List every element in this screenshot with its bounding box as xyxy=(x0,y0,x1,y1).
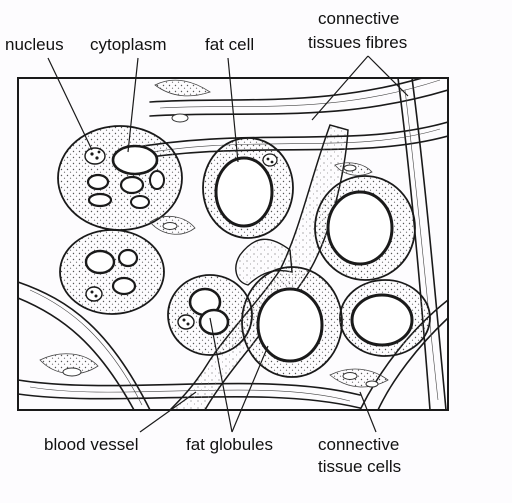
fat-cell-centre xyxy=(241,266,343,378)
fat-cells xyxy=(57,125,431,378)
connective-fibres xyxy=(18,78,448,410)
fat-cell-top-center xyxy=(202,137,294,239)
labels: nucleus cytoplasm fat cell connective ti… xyxy=(5,9,407,476)
label-cytoplasm: cytoplasm xyxy=(90,35,167,54)
section-frame xyxy=(17,77,449,411)
connective-tissue-cells xyxy=(39,79,389,388)
leader-lines xyxy=(47,55,409,433)
label-connective-fibres-line2: tissues fibres xyxy=(308,33,407,52)
fat-cell-top-left xyxy=(57,125,183,231)
fat-cell-right-upper xyxy=(314,175,416,281)
label-connective-cells-line1: connective xyxy=(318,435,399,454)
label-blood-vessel: blood vessel xyxy=(44,435,139,454)
fat-cell-middle-left xyxy=(59,229,165,315)
label-fat-cell: fat cell xyxy=(205,35,254,54)
label-connective-fibres-line1: connective xyxy=(318,9,399,28)
fat-cell-left-bottom xyxy=(167,274,253,356)
label-nucleus: nucleus xyxy=(5,35,64,54)
label-connective-cells-line2: tissue cells xyxy=(318,457,401,476)
nucleus-top-left xyxy=(84,147,106,165)
fat-cell-right-lower xyxy=(339,279,431,357)
label-fat-globules: fat globules xyxy=(186,435,273,454)
